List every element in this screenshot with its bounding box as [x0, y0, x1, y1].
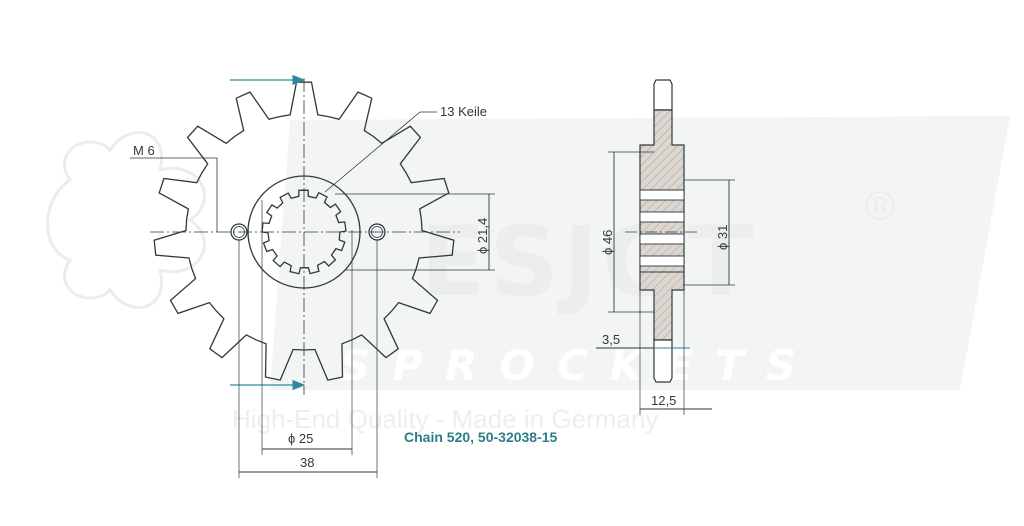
dia31-label: ϕ 31 [715, 225, 730, 250]
width125-label: 12,5 [651, 393, 676, 408]
bolt-hole-right-inner [371, 226, 383, 238]
side-spline-grooves [639, 189, 685, 267]
thick35-label: 3,5 [602, 332, 620, 347]
dia25-label: ϕ 25 [288, 431, 313, 446]
thread-leader [130, 157, 218, 232]
sprocket-outline [153, 81, 455, 381]
front-view: 13 Keile M 6 ϕ 21,4 ϕ 25 38 [130, 74, 495, 478]
side-tooth-top [653, 79, 673, 111]
watermark-sub: SPROCKETS [340, 341, 818, 390]
watermark-registered: ® [860, 184, 900, 230]
dia46-label: ϕ 46 [600, 230, 615, 255]
thread-label: M 6 [133, 143, 155, 158]
watermark-sprocket-outline [46, 131, 206, 309]
watermark-tagline: High-End Quality - Made in Germany [232, 404, 658, 434]
hub-outer-circle [247, 175, 361, 289]
watermark-brand: ESJOT [420, 206, 758, 318]
side-tooth-bottom [653, 339, 673, 383]
caption: Chain 520, 50-32038-15 [404, 429, 558, 445]
watermark: ESJOT ® SPROCKETS High-End Quality - Mad… [46, 116, 1010, 434]
width38-label: 38 [300, 455, 314, 470]
keile-label: 13 Keile [440, 104, 487, 119]
side-view: ϕ 46 ϕ 31 3,5 12,5 [596, 79, 735, 415]
bolt-hole-left-inner [233, 226, 245, 238]
keile-leader [324, 111, 437, 193]
dia214-label: ϕ 21,4 [475, 218, 490, 254]
